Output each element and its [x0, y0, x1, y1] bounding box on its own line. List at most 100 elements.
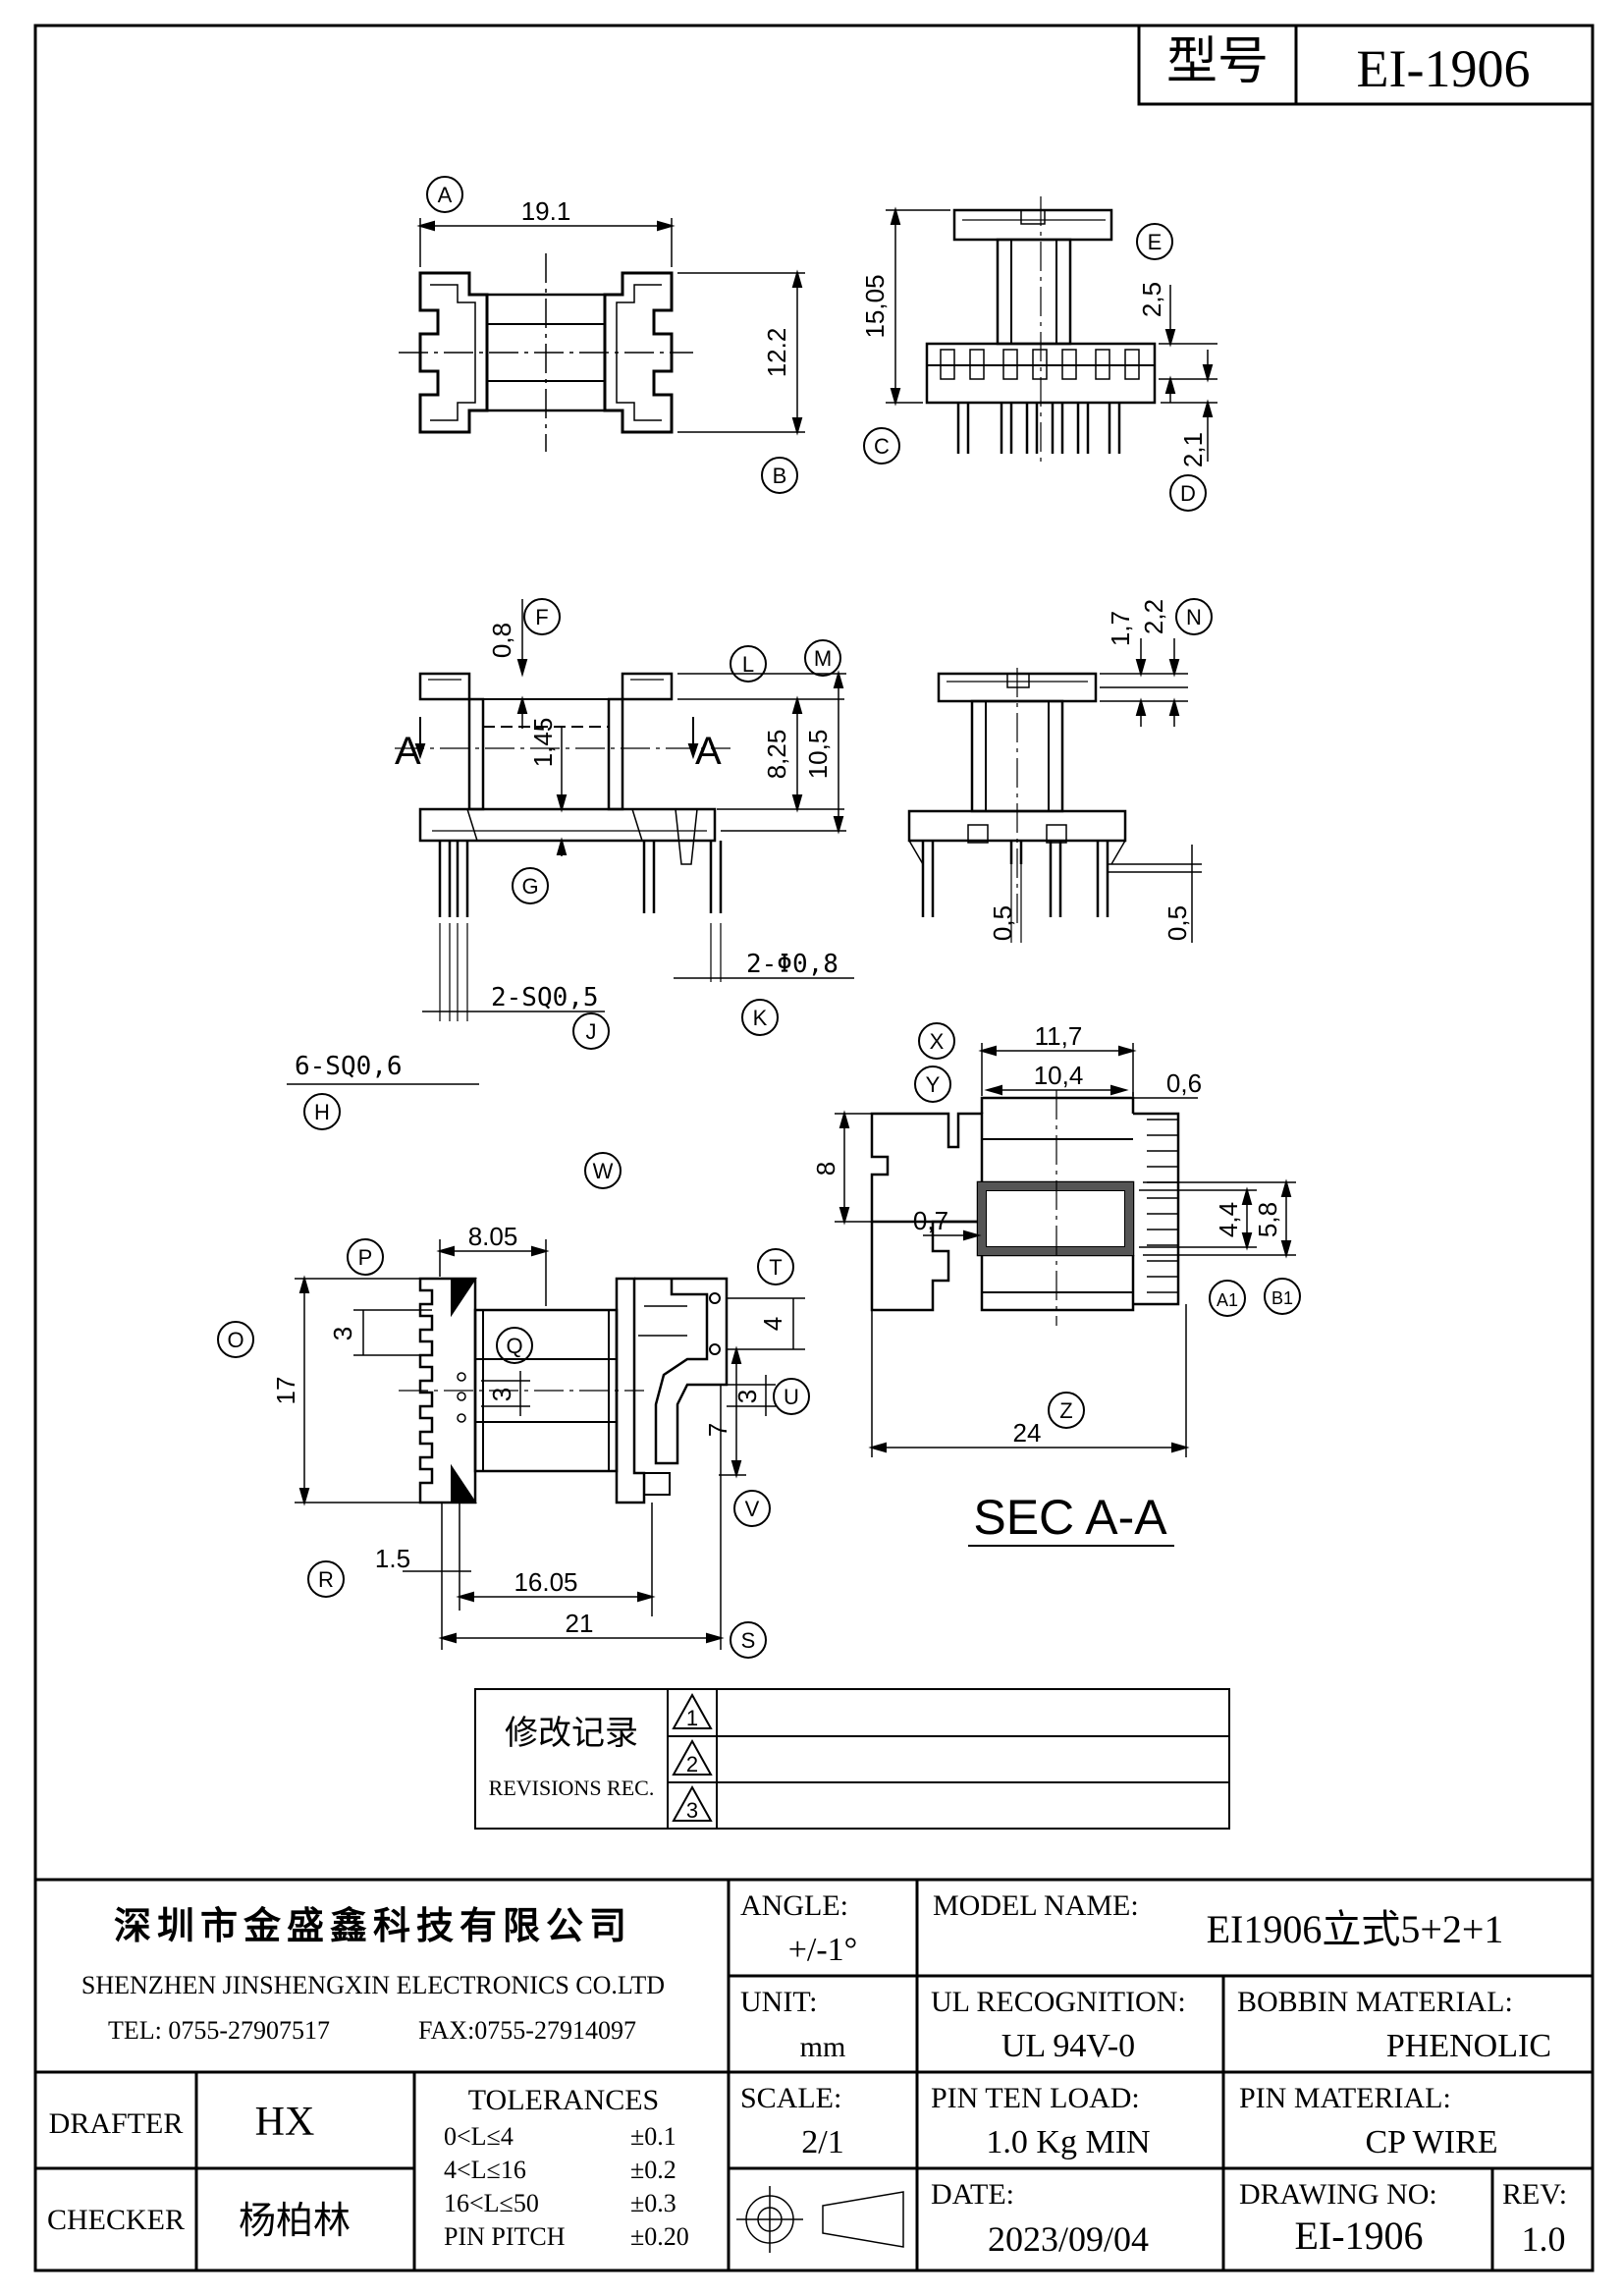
callout-circle	[914, 1066, 951, 1103]
model-box	[1137, 24, 1595, 106]
revisions-title-cn: 修改记录	[505, 1714, 638, 1753]
callout-label: B1	[1271, 1288, 1293, 1308]
scale-value: 2/1	[801, 2124, 843, 2160]
dim-0-7: 0,7	[913, 1206, 948, 1235]
callout-circle	[217, 1321, 254, 1358]
dim-1-7: 1,7	[1106, 611, 1135, 646]
bobbin-label: BOBBIN MATERIAL:	[1237, 1986, 1513, 2018]
section-title: SEC A-A	[973, 1490, 1167, 1545]
unit-value: mm	[800, 2031, 846, 2063]
view-side-2	[907, 638, 1202, 943]
dim-7: 7	[703, 1423, 732, 1437]
angle-value: +/-1°	[788, 1932, 858, 1968]
callout-label: S	[741, 1628, 756, 1653]
dim-0-5-a: 0,5	[988, 905, 1017, 941]
callout-circle	[496, 1327, 533, 1364]
dim-10-4: 10,4	[1034, 1061, 1084, 1090]
callout-label: A1	[1217, 1290, 1238, 1310]
callout-circle	[730, 645, 767, 683]
bobbin-value: PHENOLIC	[1386, 2028, 1551, 2064]
callout-label: O	[227, 1328, 243, 1352]
callout-circle	[730, 1621, 767, 1659]
date-value: 2023/09/04	[988, 2219, 1149, 2259]
dim-0-8: 0,8	[487, 623, 516, 658]
callout-label: B	[773, 464, 787, 488]
dim-1-45: 1,45	[528, 718, 558, 768]
section-a-right: A	[695, 730, 722, 773]
callout-circle	[757, 1248, 794, 1285]
dim-4-4: 4,4	[1214, 1202, 1243, 1237]
callout-label: J	[586, 1019, 597, 1044]
company-fax: FAX:0755-27914097	[418, 2016, 636, 2045]
view-front	[287, 599, 854, 1085]
callout-label: V	[745, 1497, 760, 1521]
view-top	[399, 218, 805, 452]
callout-label: W	[593, 1159, 614, 1183]
dim-5-8: 5,8	[1253, 1202, 1282, 1237]
scale-label: SCALE:	[740, 2082, 841, 2114]
title-block-grid	[35, 1878, 1593, 2270]
pin-load-label: PIN TEN LOAD:	[931, 2082, 1140, 2114]
dim-0-6: 0,6	[1166, 1068, 1202, 1098]
callout-circle	[572, 1012, 610, 1050]
dim-12-2: 12.2	[762, 328, 791, 378]
callout-circle	[512, 867, 549, 904]
view-bottom	[295, 1239, 805, 1650]
scale-symbol	[736, 2186, 904, 2253]
company-en: SHENZHEN JINSHENGXIN ELECTRONICS CO.LTD	[81, 1971, 665, 1999]
dim-17: 17	[271, 1377, 300, 1405]
callout-circle	[1264, 1278, 1301, 1315]
dim-8: 8	[811, 1162, 840, 1175]
callout-label: K	[753, 1006, 768, 1030]
dim-3-b: 3	[487, 1388, 516, 1401]
callout-circle	[761, 457, 798, 494]
dim-8-25: 8,25	[762, 730, 791, 780]
callout-circle	[426, 176, 463, 213]
checker-label: CHECKER	[47, 2204, 185, 2236]
callout-label: T	[769, 1255, 782, 1280]
model-box-value: EI-1906	[1357, 39, 1531, 98]
callout-label: L	[742, 652, 754, 677]
dim-15-05: 15,05	[860, 274, 890, 338]
callout-label: Z	[1059, 1398, 1072, 1423]
drawing-no-value: EI-1906	[1294, 2214, 1423, 2258]
tolerance-value: ±0.3	[630, 2189, 676, 2217]
ul-value: UL 94V-0	[1001, 2028, 1135, 2064]
view-side	[886, 196, 1217, 462]
tolerances-label: TOLERANCES	[468, 2084, 659, 2116]
callout-circle	[918, 1022, 955, 1060]
dim-6-sq0-6: 6-SQ0,6	[295, 1052, 403, 1081]
dim-2-1: 2,1	[1178, 432, 1208, 467]
pin-material-value: CP WIRE	[1365, 2124, 1497, 2160]
rev-mark-3: 3	[686, 1798, 698, 1823]
model-box-label: 型号	[1166, 32, 1269, 91]
callout-circle	[1175, 598, 1213, 635]
callout-label: M	[814, 646, 832, 671]
dim-0-5-b: 0,5	[1163, 905, 1192, 941]
dim-16-05: 16.05	[514, 1567, 577, 1597]
tolerance-range: 0<L≤4	[444, 2122, 514, 2151]
rev-label: REV:	[1502, 2178, 1567, 2211]
dim-3-a: 3	[328, 1327, 357, 1340]
callout-circle	[1048, 1392, 1085, 1429]
dim-2-5: 2,5	[1137, 282, 1166, 317]
rev-mark-1: 1	[686, 1706, 698, 1730]
section-a-left: A	[395, 730, 421, 773]
dim-2-phi0-8: 2-Φ0,8	[746, 950, 839, 979]
company-cn: 深圳市金盛鑫科技有限公司	[114, 1904, 632, 1947]
callout-label: F	[535, 605, 548, 629]
callout-label: C	[874, 434, 890, 459]
callout-label: E	[1148, 230, 1163, 254]
rev-value: 1.0	[1522, 2219, 1566, 2259]
callout-label: P	[358, 1245, 373, 1270]
sheet-border	[33, 24, 1595, 2272]
callout-circle	[307, 1560, 345, 1598]
dim-21: 21	[566, 1609, 594, 1638]
company-tel: TEL: 0755-27907517	[108, 2016, 330, 2045]
dim-3-c: 3	[732, 1390, 762, 1403]
callout-circle	[804, 639, 841, 677]
drafter-label: DRAFTER	[49, 2107, 184, 2140]
callout-circle	[733, 1490, 771, 1527]
